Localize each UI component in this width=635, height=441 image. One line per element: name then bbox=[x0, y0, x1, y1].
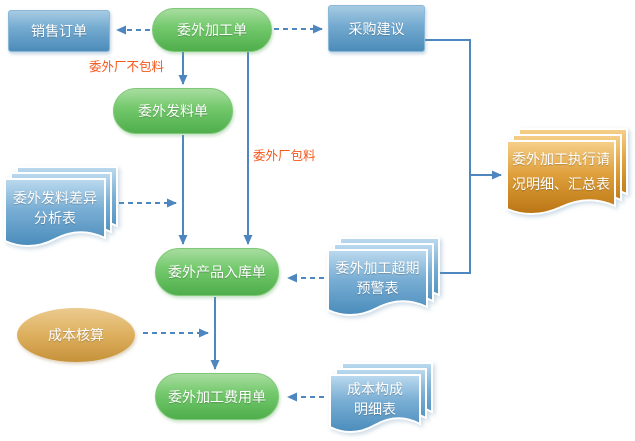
issue-diff-report-line2: 分析表 bbox=[34, 211, 76, 227]
document-stack-shape bbox=[4, 166, 118, 247]
node-cost-detail-report: 成本构成 明细表 bbox=[329, 362, 433, 438]
node-overdue-warning-report: 委外加工超期 预警表 bbox=[327, 237, 440, 321]
node-issue-diff-report: 委外发料差异 分析表 bbox=[4, 166, 118, 252]
edge-label-factory-with-material: 委外厂包料 bbox=[253, 148, 316, 163]
node-material-issue-order-label: 委外发料单 bbox=[138, 104, 208, 120]
node-product-inbound-order: 委外产品入库单 bbox=[155, 248, 279, 296]
node-processing-fee-order-label: 委外加工费用单 bbox=[168, 389, 266, 406]
node-purchase-suggestion-label: 采购建议 bbox=[348, 21, 405, 38]
node-product-inbound-order-label: 委外产品入库单 bbox=[168, 265, 266, 281]
node-processing-fee-order: 委外加工费用单 bbox=[155, 373, 279, 420]
cost-detail-report-line1: 成本构成 bbox=[347, 382, 403, 398]
node-sales-order-label: 销售订单 bbox=[31, 24, 87, 40]
node-purchase-suggestion: 采购建议 bbox=[328, 5, 425, 52]
node-material-issue-order: 委外发料单 bbox=[113, 88, 233, 134]
document-stack-shape bbox=[506, 128, 628, 215]
node-sales-order: 销售订单 bbox=[8, 10, 110, 52]
document-stack-shape bbox=[327, 237, 440, 316]
node-outsourcing-order-label: 委外加工单 bbox=[177, 23, 247, 39]
issue-diff-report-line1: 委外发料差异 bbox=[13, 191, 97, 207]
node-cost-accounting-label: 成本核算 bbox=[48, 328, 104, 344]
overdue-warning-report-line2: 预警表 bbox=[356, 281, 399, 297]
node-execution-report: 委外加工执行请 况明细、汇总表 bbox=[506, 128, 628, 220]
cost-detail-report-line2: 明细表 bbox=[354, 402, 396, 418]
edge-label-factory-no-material: 委外厂不包料 bbox=[89, 59, 165, 74]
overdue-warning-report-line1: 委外加工超期 bbox=[335, 261, 420, 277]
node-cost-accounting: 成本核算 bbox=[17, 308, 135, 362]
execution-report-line2: 况明细、汇总表 bbox=[512, 177, 610, 193]
document-stack-shape bbox=[329, 362, 433, 433]
execution-report-line1: 委外加工执行请 bbox=[512, 152, 610, 168]
node-outsourcing-order: 委外加工单 bbox=[152, 8, 272, 52]
